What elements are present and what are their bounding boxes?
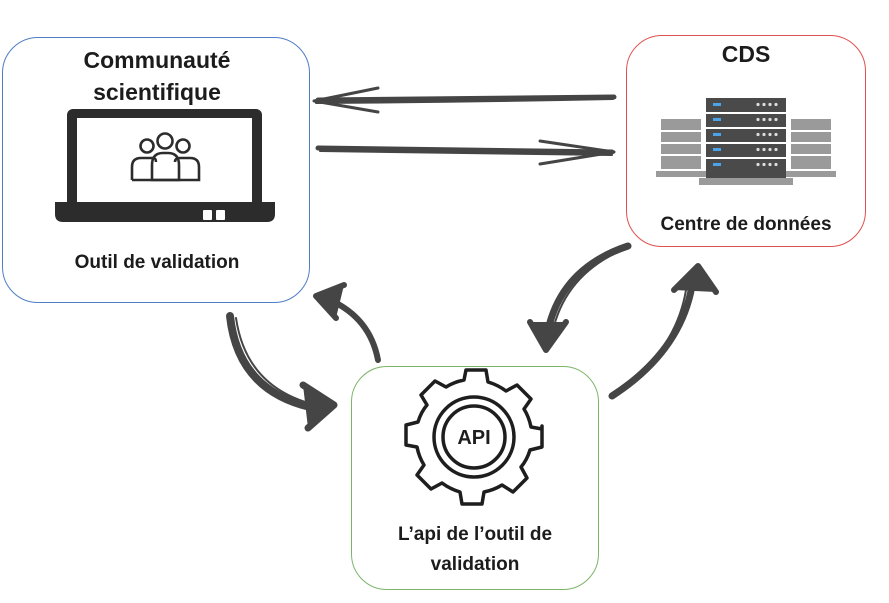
arrow-community-to-api (226, 312, 338, 432)
api-icon-label: API (457, 427, 490, 449)
gear-api-icon: API (404, 368, 544, 506)
arrow-cds-to-community (312, 86, 617, 114)
arrow-community-to-cds (315, 139, 616, 166)
laptop-users-icon (55, 109, 275, 222)
arrow-api-to-cds (608, 263, 719, 400)
api-subtitle: L’api de l’outil de validation (397, 524, 553, 575)
cds-title: CDS (721, 41, 771, 67)
community-subtitle: Outil de validation (74, 252, 240, 273)
cds-subtitle: Centre de données (660, 214, 832, 235)
arrow-api-to-community (313, 282, 381, 363)
arrow-cds-to-api (527, 242, 632, 353)
community-title: Communauté scientifique (83, 47, 231, 105)
server-rack-icon (656, 98, 836, 185)
